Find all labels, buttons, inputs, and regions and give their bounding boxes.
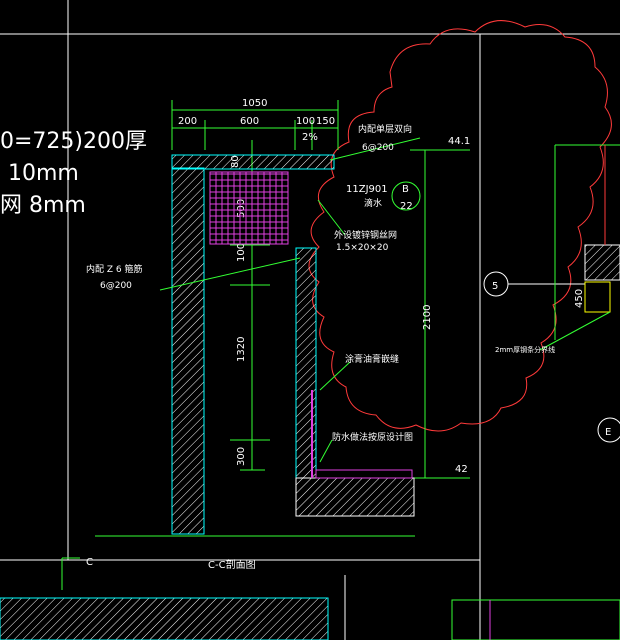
left-note-3: 网 8mm (0, 193, 86, 218)
dim-2100: 2100 (422, 305, 433, 330)
leader-lines (95, 137, 421, 537)
ann-mesh-spec: 1.5×20×20 (336, 243, 389, 253)
dim-150: 150 (316, 116, 335, 127)
ann-waterproof-coat: 涂膏油膏嵌缝 (345, 353, 399, 365)
axis-5-label: 5 (492, 281, 498, 292)
top-dimensions (171, 100, 470, 479)
ref-bubble (391, 181, 421, 211)
left-note-1: 0=725)200厚 (0, 129, 147, 154)
axis-e-label: E (605, 427, 611, 438)
ann-rebar-spec: 6@200 (362, 143, 394, 153)
axis-e-bubble (597, 417, 620, 443)
revision-cloud (308, 20, 612, 432)
ann-right-note: 2mm厚钢条分界线 (495, 345, 555, 354)
ann-drip: 滴水 (364, 197, 382, 209)
dim-1050: 1050 (242, 98, 267, 109)
dim-600: 600 (240, 116, 259, 127)
bottom-right-frame (451, 599, 620, 640)
dim-1320: 1320 (236, 337, 247, 362)
section-mark: C (86, 557, 93, 568)
section-label: C-C剖面图 (208, 558, 256, 571)
ann-ref-letter: B (402, 184, 409, 195)
dim-450: 450 (574, 289, 585, 308)
ann-ref-code: 11ZJ901 (346, 184, 388, 195)
left-note-2: 10mm (8, 161, 79, 186)
ann-inner-rebar-spec: 6@200 (100, 281, 132, 291)
level-42: 42 (455, 464, 468, 475)
dim-slope: 2% (302, 132, 318, 143)
steel-mesh-panel (209, 171, 289, 245)
level-44-1: 44.1 (448, 136, 470, 147)
top-slab (171, 154, 335, 170)
main-wall (171, 167, 205, 535)
dim-100-v: 100 (236, 243, 247, 262)
dim-100: 100 (296, 116, 315, 127)
ann-steel-mesh: 外设镀锌钢丝网 (334, 229, 397, 241)
dim-200: 200 (178, 116, 197, 127)
ann-inner-top-rebar: 内配单层双向 (358, 123, 412, 135)
ann-inner-rebar: 内配 Z 6 箍筋 (86, 263, 142, 275)
ann-ref-number: 22 (400, 201, 413, 212)
bottom-band (0, 597, 329, 640)
ann-waterproof-layer: 防水做法按原设计图 (332, 431, 413, 443)
right-detail (539, 144, 620, 351)
waterproof-layer (315, 469, 413, 479)
planter-base (295, 477, 415, 517)
dim-300: 300 (236, 447, 247, 466)
